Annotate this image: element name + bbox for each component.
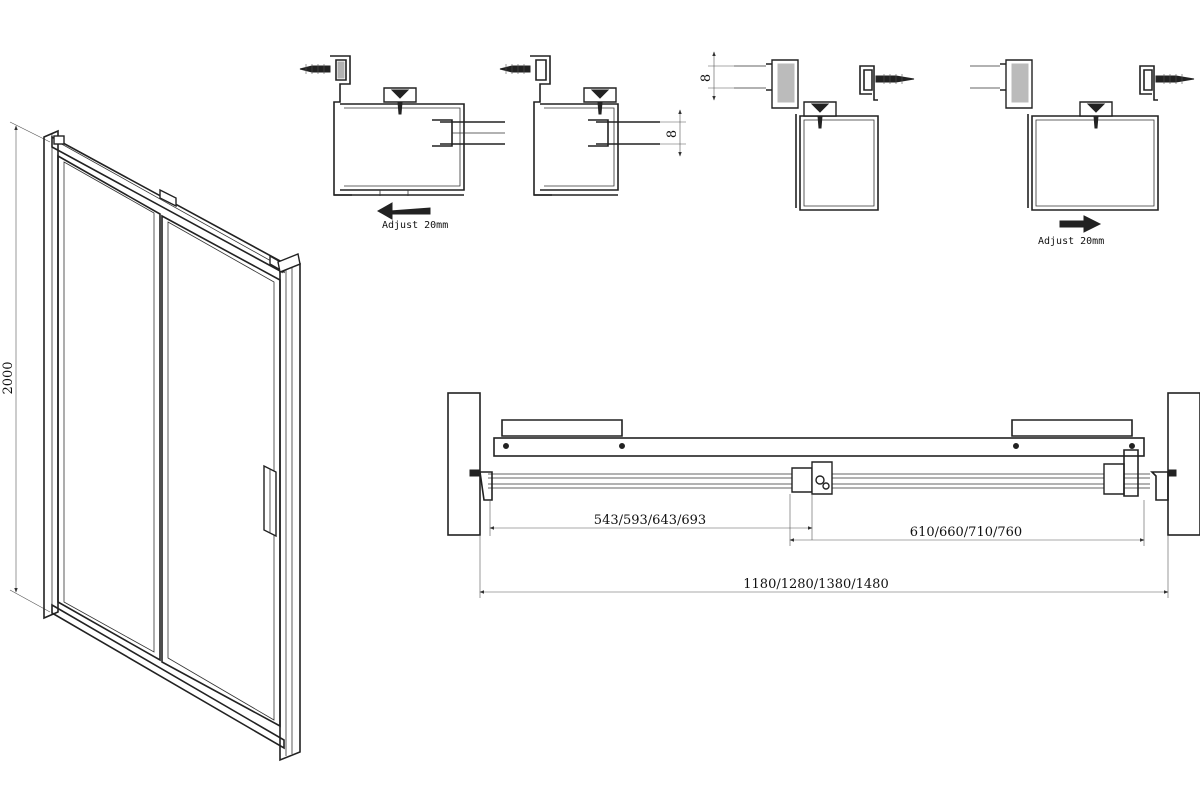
section-detail-2: 8 [499, 55, 686, 196]
section-detail-4: Adjust 20mm [970, 59, 1195, 247]
wall-screw-icon [299, 64, 331, 74]
roller-middle [791, 467, 813, 493]
adjust-label-left: Adjust 20mm [382, 220, 448, 231]
dimension-overall: 1180/1280/1380/1480 [479, 536, 1169, 598]
height-label: 2000 [1, 361, 16, 394]
section-detail-3: 8 [699, 51, 915, 211]
wall-screw-icon [875, 74, 915, 84]
adjust-arrow-right-icon [1059, 215, 1102, 233]
wall-left [447, 392, 481, 536]
left-width-label: 543/593/643/693 [594, 513, 706, 528]
dimension-right-panel: 610/660/710/760 [789, 494, 1145, 546]
glass-gap-label-right: 8 [699, 74, 714, 82]
adjust-arrow-left-icon [376, 202, 431, 220]
right-width-label: 610/660/710/760 [910, 525, 1022, 540]
plan-view: 543/593/643/693 610/660/710/760 1180/128… [447, 392, 1200, 598]
section-detail-1: Adjust 20mm [299, 55, 505, 231]
adjust-label-right: Adjust 20mm [1038, 236, 1104, 247]
overall-width-label: 1180/1280/1380/1480 [743, 577, 888, 592]
wall-profile-right [279, 262, 301, 762]
wall-screw-icon [499, 64, 531, 74]
top-fitting-left [53, 135, 65, 145]
top-rail [493, 437, 1145, 457]
glass-gap-label-left: 8 [665, 130, 680, 138]
wall-right [1167, 392, 1200, 536]
fixed-glass-panel [57, 154, 161, 662]
isometric-door-view: 2000 [1, 121, 301, 762]
roller-right [1103, 463, 1125, 495]
wall-screw-icon [1155, 74, 1195, 84]
height-dimension: 2000 [1, 121, 51, 613]
sliding-glass-panel [161, 214, 281, 728]
top-fitting-middle [159, 188, 177, 208]
dimension-left-panel: 543/593/643/693 [489, 494, 813, 540]
